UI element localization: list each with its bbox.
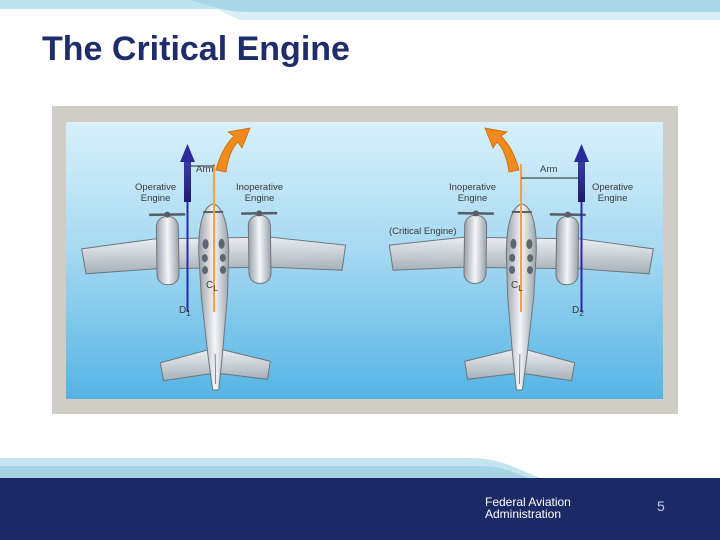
left-airplane (79, 127, 349, 394)
left-centerline-label: CL (206, 280, 218, 293)
footer-bar (0, 478, 720, 540)
right-d2-label: D2 (572, 305, 584, 318)
left-arm-label: Arm (196, 164, 214, 175)
critical-engine-diagram (66, 122, 663, 399)
right-centerline-label: CL (511, 280, 523, 293)
right-arm-label: Arm (540, 164, 558, 175)
bottom-decorative-band (0, 458, 720, 480)
slide-title: The Critical Engine (42, 30, 350, 68)
left-d1-label: D1 (179, 305, 191, 318)
right-airplane (386, 127, 656, 394)
top-decorative-band (0, 0, 720, 20)
page-number: 5 (657, 498, 665, 514)
footer-organization: Federal Aviation Administration (485, 495, 571, 521)
critical-engine-label: (Critical Engine) (389, 226, 457, 237)
